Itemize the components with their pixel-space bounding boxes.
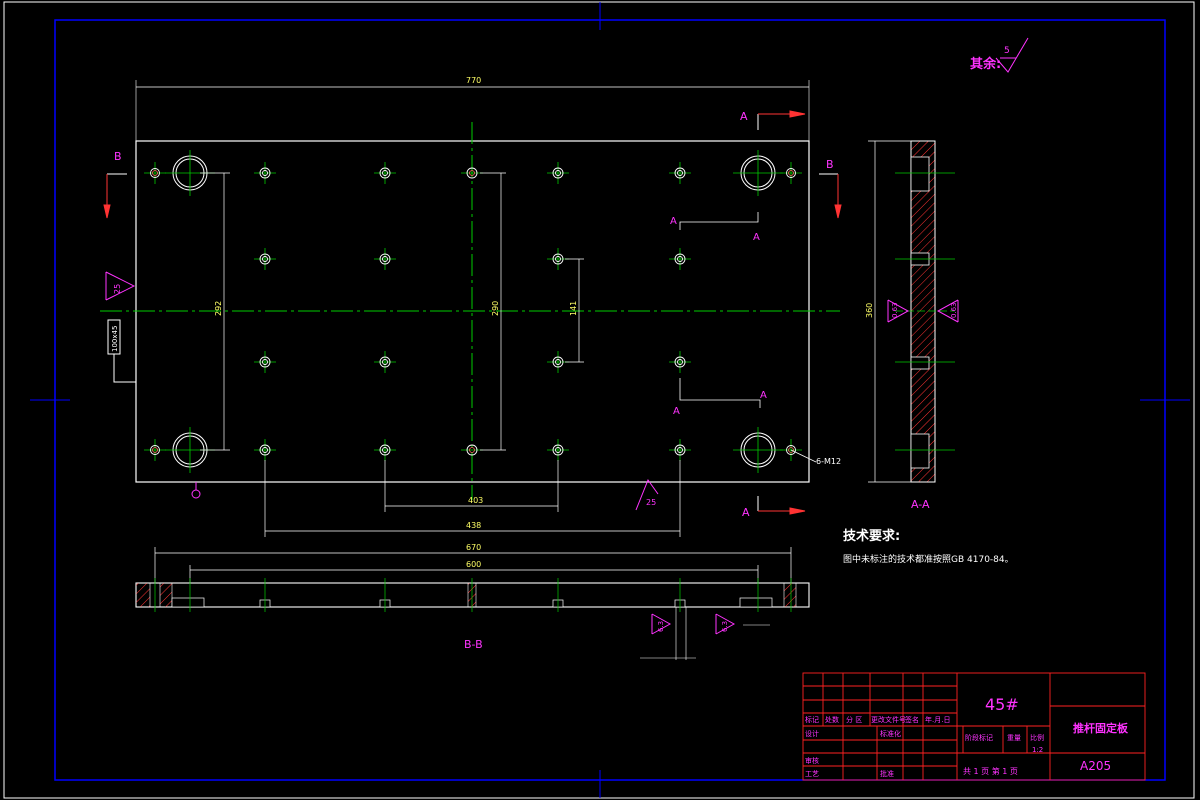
rough-63-b: 6.3 [721, 621, 729, 632]
row-label-5: 年.月.日 [925, 715, 950, 724]
roughness-bottom-icon [635, 478, 659, 511]
section-a-bottom: A [742, 506, 750, 519]
sheet-info: 共 1 页 第 1 页 [963, 766, 1018, 776]
row-label-0: 标记 [805, 715, 819, 724]
row-label-1: 处数 [825, 715, 839, 724]
section-a-step4: A [673, 406, 680, 417]
rough-bottom: 25 [646, 498, 656, 507]
inner-frame [54, 19, 1166, 781]
frame-tag: 100x45 [111, 326, 119, 352]
section-a-step1: A [670, 216, 677, 227]
tech-text: 图中未标注的技术都准按照GB 4170-84。 [843, 553, 1014, 565]
section-a-step2: A [753, 232, 760, 243]
dim-section-670: 670 [466, 543, 481, 552]
roughness-label: 其余: [970, 56, 1001, 72]
section-b-right: B [826, 158, 834, 171]
stage-mark-label: 阶段标记 [965, 733, 993, 742]
roughness-symbol-icon [995, 37, 1029, 73]
rough-left: 25 [113, 284, 122, 294]
rough-63-a: 6.3 [657, 621, 665, 632]
approve-label: 批准 [880, 769, 894, 778]
section-b-left: B [114, 150, 122, 163]
row-label-2: 分 区 [846, 715, 862, 724]
ratio-label: 比例 [1030, 733, 1044, 742]
section-a-top: A [740, 110, 748, 123]
dim-left-height: 292 [214, 301, 223, 316]
dim-bottom-inner: 403 [468, 496, 483, 505]
outer-border [3, 1, 1195, 799]
holes-note: 6-M12 [816, 457, 841, 466]
drawing-no: A205 [1080, 759, 1111, 773]
row-label-4: 签名 [905, 715, 919, 724]
section-bb-label: B-B [464, 638, 483, 651]
design-label: 设计 [805, 729, 819, 738]
dim-small-height: 141 [569, 301, 578, 316]
review-label: 审核 [805, 756, 819, 765]
row-label-3: 更改文件号 [871, 715, 906, 724]
roughness-value: 5 [1004, 46, 1010, 56]
standardize-label: 标准化 [880, 729, 901, 738]
material: 45# [985, 695, 1019, 714]
tech-title: 技术要求: [843, 528, 900, 544]
part-name: 推杆固定板 [1073, 721, 1129, 735]
rough-side-right: 0.63 [950, 302, 958, 318]
title-block [802, 672, 1146, 781]
section-aa-label: A-A [911, 498, 930, 511]
dim-side-height: 360 [865, 303, 874, 318]
dim-top-width: 770 [466, 76, 481, 85]
dim-bottom-outer: 438 [466, 521, 481, 530]
dim-section-600: 600 [466, 560, 481, 569]
scale-value: 1:2 [1032, 746, 1043, 754]
rough-side-left: 0.63 [891, 302, 899, 318]
dim-mid-height: 290 [491, 301, 500, 316]
roughness-left-icon [105, 271, 136, 301]
process-label: 工艺 [805, 770, 819, 778]
side-view-aa [910, 140, 936, 483]
section-a-step3: A [760, 390, 767, 401]
weight-label: 重量 [1007, 734, 1021, 742]
